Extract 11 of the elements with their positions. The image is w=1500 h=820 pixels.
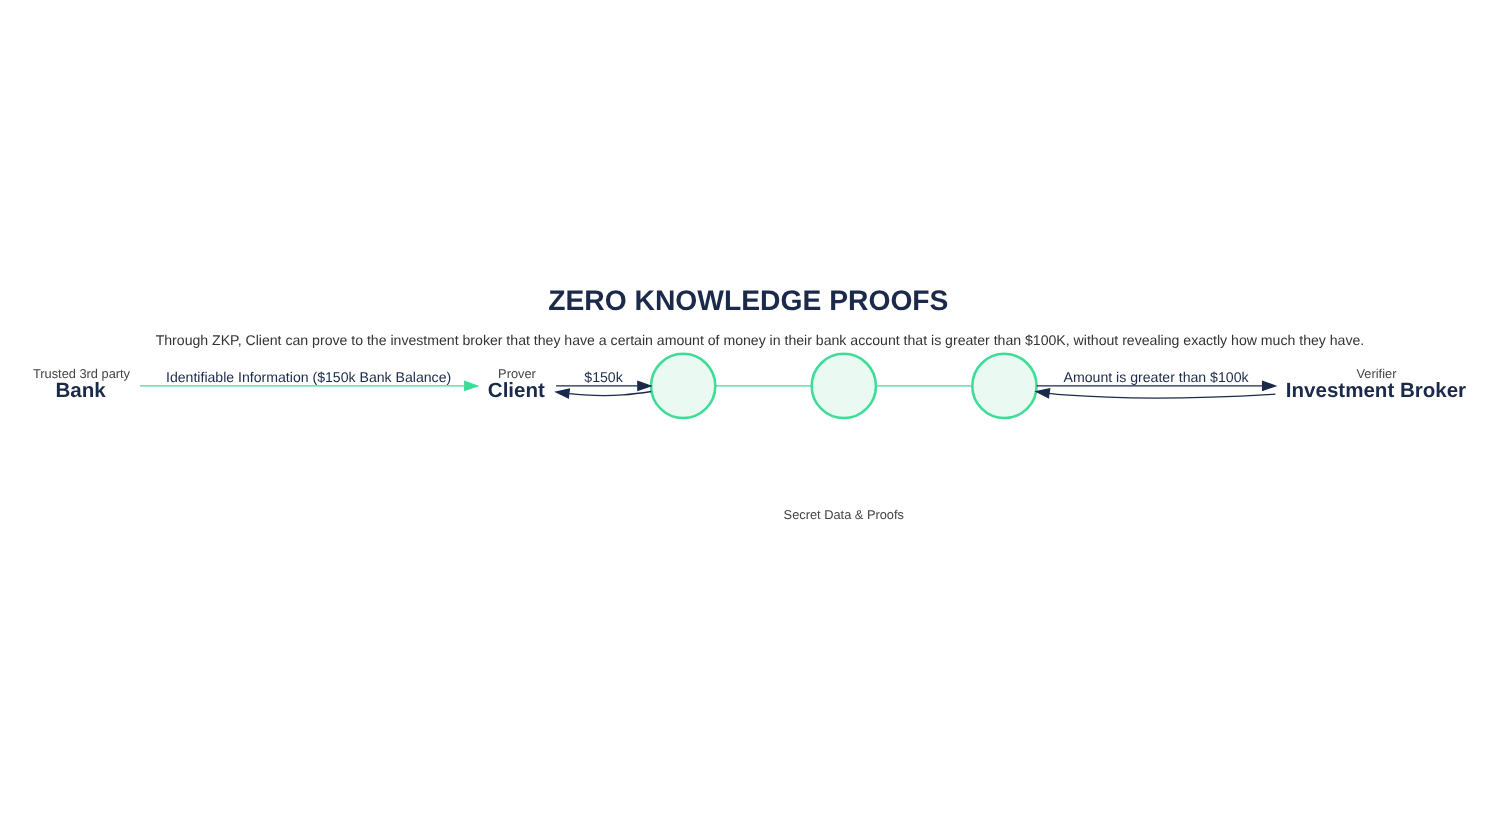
node-circle <box>810 351 878 419</box>
arrow <box>554 387 652 398</box>
arrow <box>139 379 480 391</box>
arrow <box>1034 387 1277 398</box>
arrow <box>1035 379 1278 391</box>
connector <box>714 384 812 386</box>
arrow <box>555 379 653 391</box>
node-circle <box>971 351 1038 419</box>
node-circle <box>649 351 717 419</box>
diagram-title: ZERO KNOWLEDGE PROOFS <box>548 282 949 315</box>
connector <box>875 384 973 386</box>
